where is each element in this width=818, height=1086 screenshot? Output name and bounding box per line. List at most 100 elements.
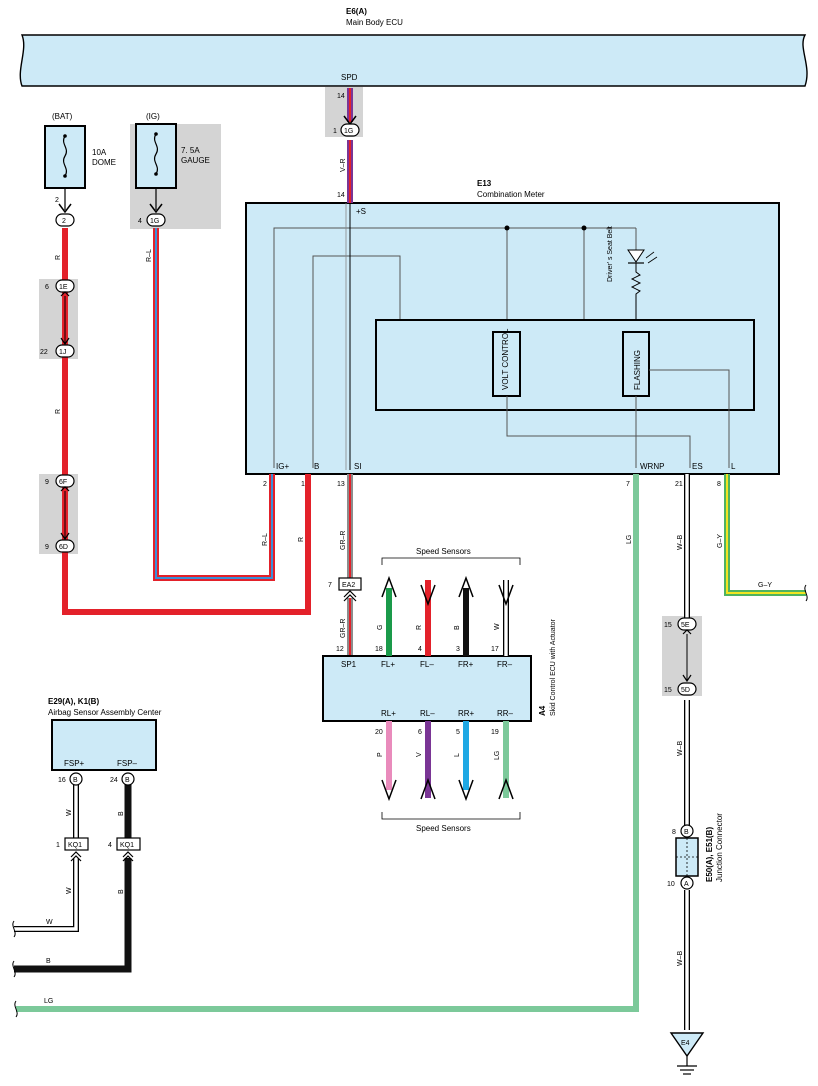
skid-pin-fr-plus: FR+ [458,660,474,669]
wlabel-b-3: B [46,958,51,965]
skid-num-fl-plus: 18 [375,646,383,653]
skid-pin-fl-plus: FL+ [381,660,395,669]
spd-pin-num: 14 [337,93,345,100]
skid-pin-rl-plus: RL+ [381,709,396,718]
airbag-num-2: 24 [110,777,118,784]
conn-1e-id: 1E [59,284,68,291]
skid-pin-rr-plus: RR+ [458,709,475,718]
wire-label-v: V [416,752,423,757]
spd-pin-label: SPD [341,73,358,82]
connector-1g-ig: 1G 4 [138,203,166,227]
skid-num-sp1: 12 [336,646,344,653]
conn-2-id: 2 [62,218,66,225]
combination-meter: E13 Combination Meter +S Driver' s Seat … [245,179,780,475]
dome-pin: 2 [55,197,59,204]
conn-6d-id: 6D [59,544,68,551]
connector-5e: 5E 15 [664,617,697,683]
volt-control-label: VOLT CONTROL [501,328,510,390]
airbag-num-1: 16 [58,777,66,784]
main-ecu-name: Main Body ECU [346,18,403,27]
conn-1j-id: 1J [59,349,66,356]
junction-bot-pin: 10 [667,881,675,888]
meter-top-pin-num: 14 [337,192,345,199]
wlabel-b-2: B [118,889,125,894]
skid-num-fr-plus: 3 [456,646,460,653]
kq1-b-pin: 4 [108,842,112,849]
skid-code: A4 [538,705,547,716]
conn-ea2-pin: 7 [328,582,332,589]
main-body-ecu: E6(A) Main Body ECU SPD [19,7,808,87]
dome-fuse-rating: 10A [92,148,107,157]
gauge-fuse-rating: 7. 5A [181,146,200,155]
meter-num-l: 8 [717,481,721,488]
wire-label-fr-w: W [494,623,501,630]
skid-num-fl-minus: 4 [418,646,422,653]
skid-num-rl-plus: 20 [375,729,383,736]
meter-num-b: 1 [301,481,305,488]
skid-pin-fl-minus: FL– [420,660,434,669]
wire-label-g: G [377,625,384,630]
meter-num-wrnp: 7 [626,481,630,488]
kq1-a-pin: 1 [56,842,60,849]
meter-pin-ig-label: IG+ [276,462,289,471]
wlabel-rl-1: R–L [146,249,153,262]
wlabel-lg-2: LG [44,998,53,1005]
airbag-pin-fsp-minus: FSP– [117,759,138,768]
ig-source-label: (IG) [146,112,160,121]
wire-label-fl-r: R [416,625,423,630]
meter-name: Combination Meter [477,190,545,199]
gauge-fuse: (IG) 7. 5A GAUGE [135,112,210,210]
flashing-label: FLASHING [633,350,642,390]
skid-name: Skid Control ECU with Actuator [550,618,557,716]
airbag-code: E29(A), K1(B) [48,697,99,706]
connector-1g-spd: 1G 1 14 14 V–R [333,93,360,199]
skid-control-ecu: Speed Sensors A4 Skid Control ECU with A… [322,547,557,833]
conn-5d-pin: 15 [664,687,672,694]
wire-wrnp-lg [16,474,639,1012]
conn-6d-pin: 9 [45,544,49,551]
wlabel-b-1: B [118,811,125,816]
meter-top-pin-label: +S [356,207,366,216]
connector-1j: 1J 22 [40,337,75,358]
vr-wire-label: V–R [340,158,347,172]
conn-1g-pin: 1 [333,128,337,135]
wlabel-grr-2: GR–R [340,619,347,638]
wlabel-r-1: R [55,255,62,260]
meter-num-es: 21 [675,481,683,488]
conn-5e-id: 5E [681,622,690,629]
skid-pin-rr-minus: RR– [497,709,514,718]
meter-num-ig: 2 [263,481,267,488]
speed-sensors-bottom: Speed Sensors [416,824,471,833]
wlabel-r-2: R [55,409,62,414]
conn-1g-ig-pin: 4 [138,218,142,225]
wire-spd-vr [345,88,353,470]
wire-labels: R R R–L R–L R GR–R GR–R LG W–B W–B W–B G… [44,249,772,1005]
wire-l-gy [724,474,806,596]
meter-pin-l-label: L [731,462,736,471]
wire-ig-rl [153,228,275,581]
wire-label-l: L [454,753,461,757]
connector-6f: 6F 9 [45,474,75,492]
junction-bot-id: A [684,881,689,888]
wire-label-p: P [377,752,384,757]
gauge-fuse-name: GAUGE [181,156,210,165]
wlabel-grr-1: GR–R [340,531,347,550]
conn-1j-pin: 22 [40,349,48,356]
airbag-conn-1: B [73,777,78,784]
meter-pin-si-label: SI [354,462,362,471]
wlabel-wb-2: W–B [677,741,684,757]
wlabel-w-2: W [66,887,73,894]
bat-source-label: (BAT) [52,112,73,121]
skid-pin-fr-minus: FR– [497,660,513,669]
wire-airbag-b [14,784,132,973]
skid-pin-rl-minus: RL– [420,709,435,718]
connector-5d: 5D 15 [664,682,697,696]
connector-1e: 1E 6 [45,279,75,297]
wlabel-r-3: R [298,537,305,542]
skid-num-rr-plus: 5 [456,729,460,736]
junction-top-id: B [684,829,689,836]
meter-code: E13 [477,179,492,188]
meter-pin-es-label: ES [692,462,703,471]
airbag-pin-fsp-plus: FSP+ [64,759,85,768]
